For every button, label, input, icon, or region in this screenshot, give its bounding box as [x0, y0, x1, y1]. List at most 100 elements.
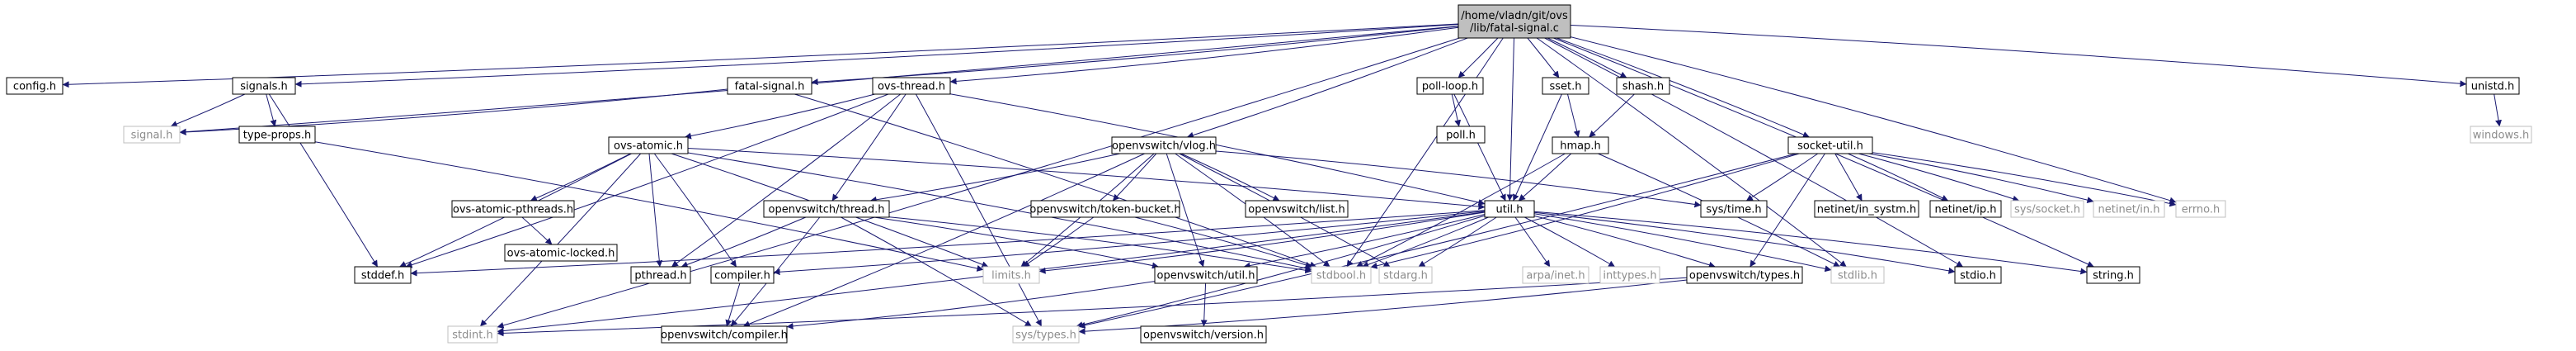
node-label: poll.h — [1446, 130, 1476, 142]
node-token-bucket-h[interactable]: openvswitch/token-bucket.h — [1029, 200, 1181, 218]
header-nodes: /home/vladn/git/ovs/lib/fatal-signal.c co… — [6, 4, 2532, 344]
edge-util-h-to-ovs-types-h — [1533, 215, 1716, 268]
node-sys-time-h[interactable]: sys/time.h — [1700, 200, 1768, 218]
node-stddef-h[interactable]: stddef.h — [354, 266, 412, 284]
node-netinet-in-h[interactable]: netinet/in.h — [2093, 200, 2165, 218]
node-stdlib-h[interactable]: stdlib.h — [1830, 266, 1885, 284]
node-netinet-ip-h[interactable]: netinet/ip.h — [1929, 200, 2002, 218]
node-limits-h[interactable]: limits.h — [982, 266, 1040, 284]
node-box — [1616, 77, 1670, 95]
edge-root-to-signals-h — [294, 24, 1459, 88]
node-type-props-h[interactable]: type-props.h — [238, 126, 316, 144]
node-vlog-h[interactable]: openvswitch/vlog.h — [1111, 136, 1217, 154]
node-label: errno.h — [2182, 204, 2220, 216]
node-ovs-version-h[interactable]: openvswitch/version.h — [1140, 325, 1267, 344]
node-box — [1814, 200, 1919, 218]
node-inttypes-h[interactable]: inttypes.h — [1599, 266, 1660, 284]
node-box — [1830, 266, 1885, 284]
node-box — [1154, 266, 1258, 284]
edge-ovs-util-h-to-ovs-compiler-h — [786, 281, 1156, 330]
edge-root-to-errno-h — [1570, 36, 2177, 204]
node-windows-h[interactable]: windows.h — [2470, 126, 2532, 144]
node-arpa-inet-h[interactable]: arpa/inet.h — [1522, 266, 1589, 284]
node-sys-socket-h[interactable]: sys/socket.h — [2010, 200, 2084, 218]
node-box — [1599, 266, 1660, 284]
edge-ovs-thread-h2-to-pthread-h — [680, 216, 807, 268]
edge-socket-util-h-to-netinet-in-systm-h — [1834, 153, 1863, 202]
node-box — [630, 266, 691, 284]
node-ovs-types-h[interactable]: openvswitch/types.h — [1686, 266, 1803, 284]
node-box — [727, 77, 812, 95]
node-label: sys/socket.h — [2014, 204, 2080, 216]
edge-ovs-atomic-h-to-ovs-atomic-pthreads-h — [530, 153, 631, 202]
node-pthread-h[interactable]: pthread.h — [630, 266, 691, 284]
node-ovs-util-h[interactable]: openvswitch/util.h — [1154, 266, 1258, 284]
node-label: /lib/fatal-signal.c — [1470, 22, 1559, 35]
node-label: hmap.h — [1560, 140, 1601, 153]
edge-hmap-h-to-util-h — [1518, 153, 1572, 202]
node-list-h[interactable]: openvswitch/list.h — [1245, 200, 1349, 218]
edge-ovs-atomic-h-to-util-h — [687, 148, 1486, 211]
node-stdarg-h[interactable]: stdarg.h — [1378, 266, 1433, 284]
node-socket-util-h[interactable]: socket-util.h — [1787, 136, 1873, 154]
node-stdbool-h[interactable]: stdbool.h — [1311, 266, 1372, 284]
node-box — [1458, 4, 1571, 39]
node-root: /home/vladn/git/ovs/lib/fatal-signal.c — [1458, 4, 1571, 39]
edge-root-to-stdio-h — [1544, 37, 1964, 268]
edge-ovs-types-h-to-stdint-h — [497, 277, 1688, 337]
node-box — [1484, 200, 1535, 218]
node-config-h[interactable]: config.h — [6, 77, 64, 95]
node-ovs-thread-h2[interactable]: openvswitch/thread.h — [763, 200, 890, 218]
edge-root-to-shash-h — [1547, 37, 1627, 78]
edge-root-to-signal-h — [179, 26, 1459, 135]
node-ovs-atomic-pthreads-h[interactable]: ovs-atomic-pthreads.h — [451, 200, 575, 218]
node-ovs-thread-h[interactable]: ovs-thread.h — [872, 77, 951, 95]
node-signal-h[interactable]: signal.h — [123, 126, 181, 144]
node-ovs-atomic-locked-h[interactable]: ovs-atomic-locked.h — [504, 244, 618, 262]
edge-ovs-thread-h-to-sys-types-h — [915, 93, 1043, 327]
node-unistd-h[interactable]: unistd.h — [2465, 77, 2520, 95]
node-ovs-atomic-h[interactable]: ovs-atomic.h — [608, 136, 689, 154]
node-poll-loop-h[interactable]: poll-loop.h — [1416, 77, 1484, 95]
node-label: openvswitch/list.h — [1248, 204, 1345, 216]
node-label: sys/types.h — [1015, 330, 1076, 342]
edge-util-h-to-stddef-h — [410, 210, 1486, 277]
edge-ovs-util-h-to-ovs-version-h — [1200, 282, 1208, 327]
node-string-h[interactable]: string.h — [2086, 266, 2140, 284]
node-box — [1700, 200, 1768, 218]
node-ovs-compiler-h[interactable]: openvswitch/compiler.h — [661, 325, 788, 344]
node-label: compiler.h — [714, 270, 770, 282]
edge-fatal-signal-h-to-stdbool-h — [794, 93, 1317, 268]
node-sys-types-h[interactable]: sys/types.h — [1012, 325, 1080, 344]
edge-util-h-to-sys-types-h — [1076, 215, 1486, 329]
node-poll-h[interactable]: poll.h — [1436, 126, 1486, 144]
node-netinet-in-systm-h[interactable]: netinet/in_systm.h — [1814, 200, 1919, 218]
edge-socket-util-h-to-sys-time-h — [1745, 153, 1819, 202]
node-stdint-h[interactable]: stdint.h — [447, 325, 498, 344]
node-util-h[interactable]: util.h — [1484, 200, 1535, 218]
node-box — [1929, 200, 2002, 218]
edge-root-to-unistd-h — [1570, 25, 2467, 88]
node-sset-h[interactable]: sset.h — [1542, 77, 1589, 95]
node-errno-h[interactable]: errno.h — [2175, 200, 2226, 218]
edge-util-h-to-arpa-inet-h — [1514, 216, 1551, 268]
node-compiler-h[interactable]: compiler.h — [710, 266, 775, 284]
edge-ovs-thread-h-to-pthread-h — [671, 93, 902, 268]
edge-ovs-atomic-pthreads-h-to-ovs-atomic-locked-h — [521, 216, 553, 245]
edge-util-h-to-inttypes-h — [1524, 216, 1616, 268]
edge-util-h-to-string-h — [1533, 211, 2088, 275]
node-stdio-h[interactable]: stdio.h — [1954, 266, 2002, 284]
node-hmap-h[interactable]: hmap.h — [1552, 136, 1609, 154]
node-label: stddef.h — [361, 270, 404, 282]
node-label: poll-loop.h — [1422, 81, 1478, 93]
edge-fatal-signal-h-to-signal-h — [179, 88, 728, 135]
node-box — [1787, 136, 1873, 154]
edge-signals-h-to-type-props-h — [266, 93, 277, 127]
node-box — [1522, 266, 1589, 284]
node-fatal-signal-h[interactable]: fatal-signal.h — [727, 77, 812, 95]
edge-root-to-config-h — [62, 23, 1459, 88]
node-signals-h[interactable]: signals.h — [232, 77, 296, 95]
node-box — [2086, 266, 2140, 284]
node-shash-h[interactable]: shash.h — [1616, 77, 1670, 95]
node-label: socket-util.h — [1797, 140, 1863, 153]
